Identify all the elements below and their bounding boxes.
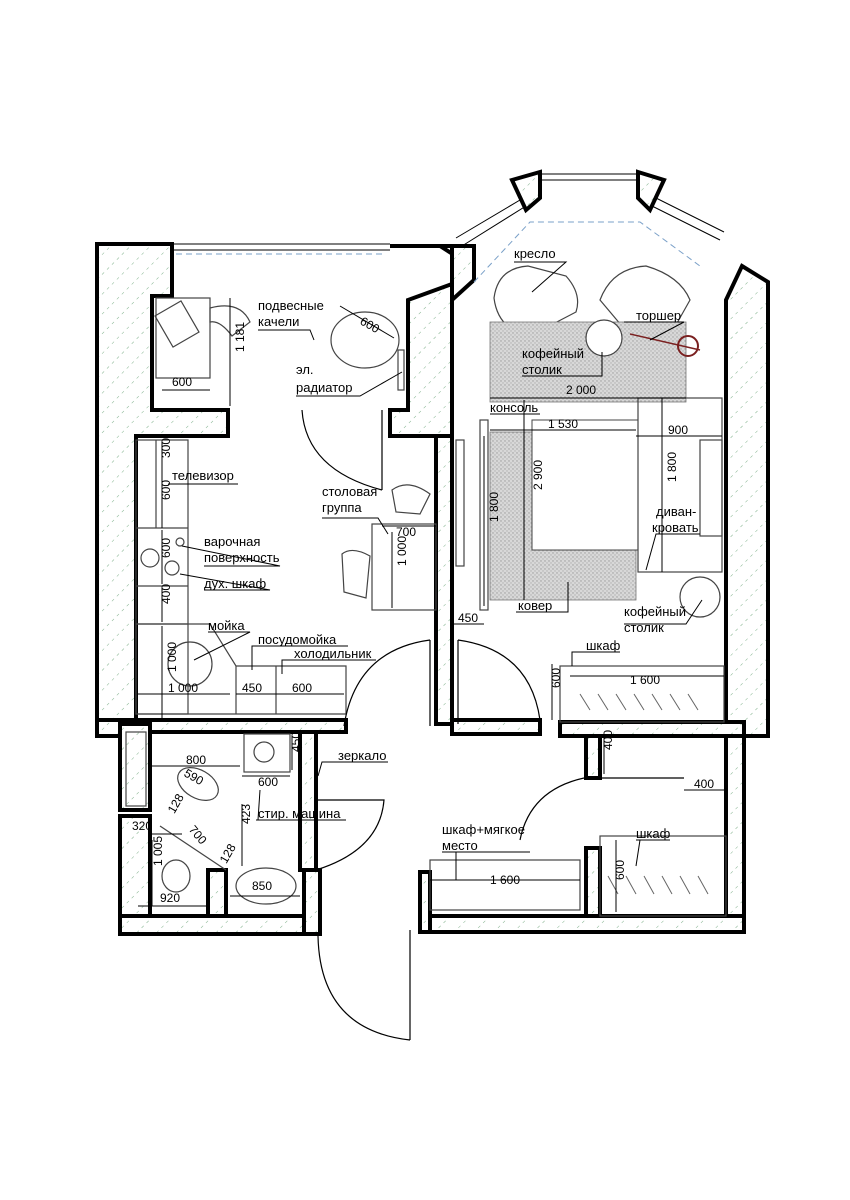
label-wardrobe-top: шкаф [586, 638, 621, 653]
dim-1000-sink-v: 1 000 [165, 642, 179, 672]
label-sofa-bed-2: кровать [652, 520, 699, 535]
dim-400-right-v: 400 [601, 730, 615, 750]
dim-1005: 1 005 [151, 836, 165, 866]
label-mirror: зеркало [338, 748, 386, 763]
dim-600-desk: 600 [172, 375, 192, 389]
dim-400-right: 400 [694, 777, 714, 791]
label-oven: дух. шкаф [204, 576, 266, 591]
label-wardrobe-right: шкаф [636, 826, 671, 841]
dim-800: 800 [186, 753, 206, 767]
label-radiator-1: эл. [296, 362, 314, 377]
label-armchair: кресло [514, 246, 556, 261]
dim-850: 850 [252, 879, 272, 893]
dim-600-fridge: 600 [292, 681, 312, 695]
label-radiator-2: радиатор [296, 380, 353, 395]
dimension-lines [138, 298, 724, 912]
dim-450-bath: 450 [289, 732, 303, 752]
dim-700-bath: 700 [186, 823, 210, 848]
label-hanging-chairs-1: подвесные [258, 298, 324, 313]
dim-1181: 1 181 [233, 322, 247, 352]
dim-1800-bed: 1 800 [487, 492, 501, 522]
dim-400-oven: 400 [159, 584, 173, 604]
label-hob-2: поверхность [204, 550, 280, 565]
label-coffee-table-bottom-2: столик [624, 620, 664, 635]
dim-600-right: 600 [613, 860, 627, 880]
label-wardrobe-seat-2: место [442, 838, 478, 853]
dim-600-tv: 600 [159, 480, 173, 500]
label-coffee-table-bottom-1: кофейный [624, 604, 686, 619]
label-floor-lamp: торшер [636, 308, 681, 323]
dim-1600-top: 1 600 [630, 673, 660, 687]
label-sink: мойка [208, 618, 245, 633]
dim-423: 423 [239, 804, 253, 824]
label-sofa-bed-1: диван- [656, 504, 696, 519]
dim-128-a: 128 [165, 791, 187, 816]
label-hanging-chairs-2: качели [258, 314, 299, 329]
label-coffee-table-top-1: кофейный [522, 346, 584, 361]
dim-2000: 2 000 [566, 383, 596, 397]
dim-700: 700 [396, 525, 416, 539]
dim-320: 320 [132, 819, 152, 833]
dim-600-hob: 600 [159, 538, 173, 558]
dim-600-bath: 600 [258, 775, 278, 789]
doors [301, 409, 684, 1041]
dim-2900: 2 900 [531, 460, 545, 490]
dim-1800-sofa: 1 800 [665, 452, 679, 482]
label-dining-group-2: группа [322, 500, 362, 515]
label-carpet: ковер [518, 598, 552, 613]
dim-1000-table: 1 000 [395, 536, 409, 566]
dim-600-wardrobe: 600 [549, 668, 563, 688]
label-coffee-table-top-2: столик [522, 362, 562, 377]
dim-450-dish: 450 [242, 681, 262, 695]
label-washing-machine: стир. машина [258, 806, 341, 821]
dim-1530: 1 530 [548, 417, 578, 431]
dim-900: 900 [668, 423, 688, 437]
windows [172, 173, 725, 283]
room-labels: подвесные качели эл. радиатор кресло тор… [172, 246, 699, 853]
label-fridge: холодильник [294, 646, 372, 661]
dim-590: 590 [182, 766, 207, 788]
label-tv: телевизор [172, 468, 234, 483]
dim-920: 920 [160, 891, 180, 905]
dimension-labels: 600 1 181 600 2 000 1 530 900 2 900 1 80… [132, 314, 714, 905]
dim-600-chair: 600 [358, 314, 383, 336]
label-wardrobe-seat-1: шкаф+мягкое [442, 822, 525, 837]
dim-450-wall: 450 [458, 611, 478, 625]
leaders [168, 261, 703, 880]
label-console: консоль [490, 400, 538, 415]
label-hob-1: варочная [204, 534, 260, 549]
dim-300: 300 [159, 438, 173, 458]
dim-128-b: 128 [217, 841, 239, 866]
dim-1600-bottom: 1 600 [490, 873, 520, 887]
dim-1000-sink-h: 1 000 [168, 681, 198, 695]
label-dishwasher: посудомойка [258, 632, 337, 647]
walls [95, 169, 770, 936]
label-dining-group-1: столовая [322, 484, 377, 499]
